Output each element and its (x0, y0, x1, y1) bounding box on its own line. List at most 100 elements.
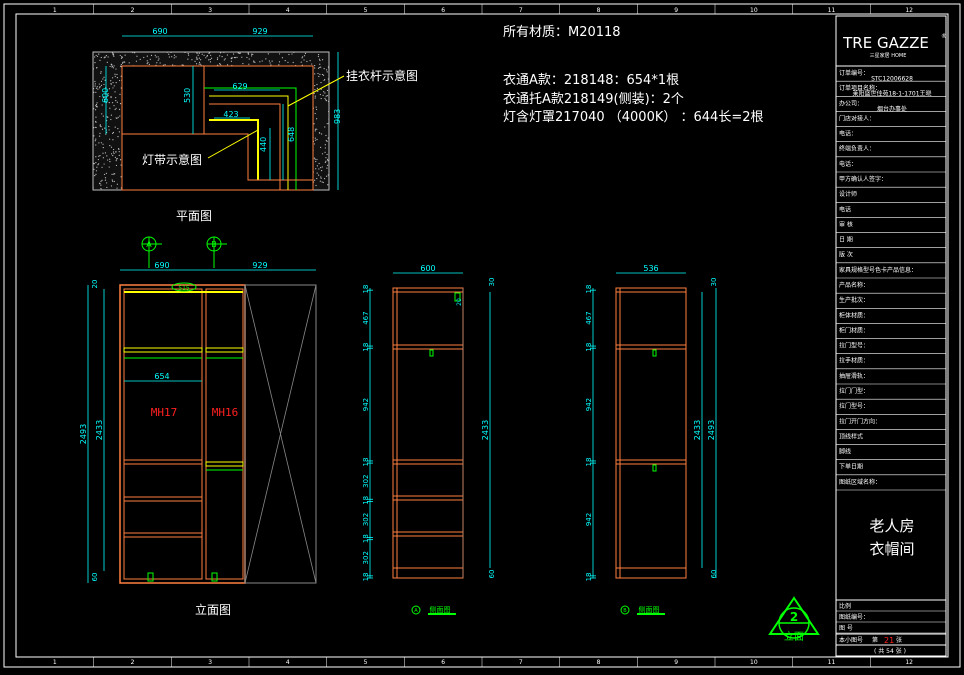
hatch-dot (106, 155, 108, 157)
hatch-dot (116, 73, 118, 76)
hatch-dot (105, 54, 107, 57)
hatch-dot (246, 56, 248, 59)
hatch-dot (93, 91, 95, 93)
hatch-dot (320, 170, 323, 172)
section-a-width: 600 (420, 264, 435, 273)
hatch-dot (200, 59, 202, 61)
section-b-dim-60: 60 (710, 570, 718, 579)
hatch-dot (115, 164, 118, 167)
hatch-dot (108, 129, 110, 131)
hatch-dot (113, 55, 115, 57)
title-block-label: 拉门型号： (839, 342, 869, 350)
hatch-dot (119, 115, 121, 117)
hatch-dot (321, 181, 323, 183)
hatch-dot (323, 91, 325, 93)
hatch-dot (115, 160, 117, 162)
hatch-dot (114, 73, 116, 75)
title-block-label: 电话： (839, 160, 857, 168)
hatch-dot (105, 172, 107, 174)
elev-dim-2493: 2493 (79, 424, 88, 444)
hatch-dot (265, 58, 267, 60)
hatch-dot (316, 83, 318, 86)
hatch-dot (326, 167, 328, 169)
hatch-dot (94, 56, 96, 58)
hatch-dot (110, 83, 112, 85)
hatch-dot (100, 180, 102, 182)
page-label: 本小图号 (839, 636, 863, 644)
hatch-dot (317, 67, 320, 69)
hatch-dot (101, 113, 103, 115)
hatch-dot (133, 52, 136, 54)
hatch-dot (98, 53, 100, 55)
hatch-dot (146, 60, 148, 62)
hatch-dot (197, 54, 199, 56)
hatch-dot (320, 177, 322, 179)
hatch-dot (114, 75, 116, 77)
hatch-dot (327, 100, 330, 103)
hatch-dot (209, 58, 211, 61)
hatch-dot (318, 58, 321, 60)
hatch-dot (230, 60, 232, 62)
hatch-dot (320, 81, 322, 84)
hatch-dot (109, 158, 111, 160)
hatch-dot (168, 53, 170, 55)
hatch-dot (327, 174, 329, 176)
plan-shelf-line (209, 103, 281, 190)
hatch-dot (248, 58, 250, 60)
svg-text:B: B (211, 240, 217, 249)
hatch-dot (98, 182, 101, 184)
hatch-dot (315, 106, 317, 108)
hatch-dot (124, 54, 126, 56)
hatch-dot (94, 85, 96, 87)
hatch-dot (120, 164, 122, 166)
hatch-dot (223, 59, 225, 61)
hatch-dot (99, 87, 101, 89)
hatch-dot (198, 61, 201, 63)
hatch-dot (92, 58, 94, 60)
hatch-dot (325, 160, 327, 162)
title-block-label: 生产批次： (839, 296, 869, 304)
page-prefix: 第 (872, 636, 878, 644)
hatch-dot (231, 57, 233, 60)
hatch-dot (96, 86, 98, 88)
hatch-dot (112, 77, 114, 79)
note-line-3: 灯含灯罩217040 （4000K） ：644长=2根 (503, 109, 763, 125)
hatch-dot (102, 147, 104, 149)
hatch-dot (108, 125, 110, 128)
hatch-dot (271, 60, 273, 62)
hatch-dot (325, 69, 328, 71)
page-total: ( 共 54 张 ) (874, 647, 906, 655)
hatch-dot (216, 58, 219, 60)
section-a-label: 侧面图 (430, 605, 451, 614)
section-dim-label: 18 (585, 458, 593, 467)
hatch-dot (326, 89, 329, 92)
hatch-dot (203, 54, 205, 56)
hatch-dot (208, 59, 210, 61)
brand-logo: TRE GAZZE (842, 34, 929, 52)
page-unit: 张 (896, 636, 902, 644)
hatch-dot (195, 63, 198, 65)
hatch-dot (234, 57, 236, 59)
frame-number: 9 (674, 7, 678, 14)
hatch-dot (287, 61, 289, 64)
hatch-dot (112, 81, 114, 84)
hatch-dot (196, 58, 199, 60)
hatch-dot (93, 135, 95, 137)
hatch-dot (318, 168, 320, 170)
frame-number: 3 (208, 659, 212, 666)
title-block-label: 家具规格型号色卡产品信息： (839, 266, 917, 274)
plan-dim-423: 423 (223, 110, 238, 119)
hatch-dot (226, 64, 229, 66)
hatch-dot (157, 59, 159, 61)
hatch-dot (210, 54, 212, 56)
hatch-dot (321, 166, 323, 168)
hatch-dot (111, 173, 113, 175)
hatch-dot (316, 118, 318, 120)
title-block-label: 拉门型号： (839, 402, 869, 410)
hatch-dot (319, 73, 321, 75)
plan-light-line-outer (209, 95, 289, 190)
hatch-dot (327, 184, 329, 186)
hatch-dot (261, 60, 263, 62)
hatch-dot (315, 160, 317, 163)
